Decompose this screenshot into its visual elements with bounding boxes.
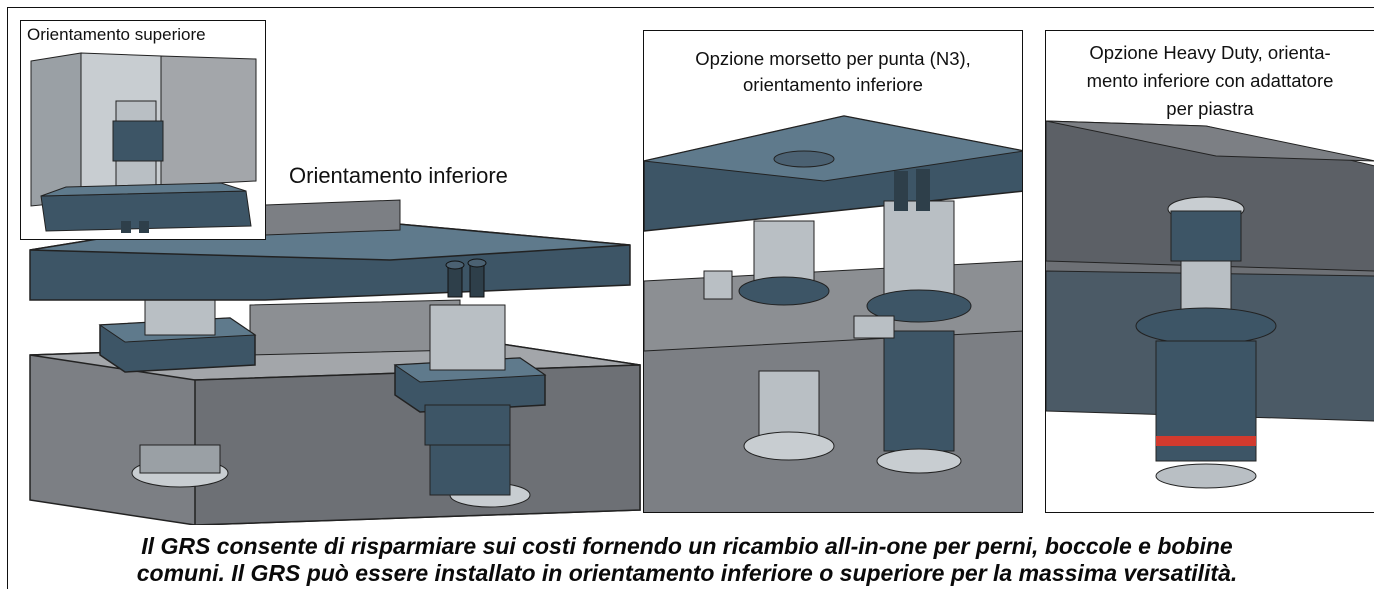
figure-frame (7, 7, 1374, 589)
caption-line2: comuni. Il GRS può essere installato in … (136, 560, 1238, 586)
panel-heavy-duty-option: Opzione Heavy Duty, orienta- mento infer… (1045, 30, 1374, 513)
n3-illustration (644, 115, 1022, 512)
panel-n3-title-line1: Opzione morsetto per punta (N3), (695, 48, 971, 69)
caption: Il GRS consente di risparmiare sui costi… (0, 533, 1374, 587)
inset-label: Orientamento superiore (27, 25, 206, 44)
panel-hd-title-line1: Opzione Heavy Duty, orienta- (1089, 42, 1331, 63)
panel-hd-title-line3: per piastra (1166, 98, 1254, 119)
panel-hd-title-line2: mento inferiore con adattatore (1086, 70, 1334, 91)
panel-n3-clamp-option: Opzione morsetto per punta (N3), orienta… (643, 30, 1023, 513)
inset-top-orientation: Orientamento superiore (20, 20, 266, 240)
heavy-duty-illustration (1046, 120, 1374, 489)
caption-line1: Il GRS consente di risparmiare sui costi… (141, 533, 1233, 559)
inset-illustration (30, 52, 257, 233)
panel-n3-title-line2: orientamento inferiore (743, 74, 923, 95)
main-illustration (29, 199, 641, 525)
main-orientation-label: Orientamento inferiore (289, 163, 508, 188)
